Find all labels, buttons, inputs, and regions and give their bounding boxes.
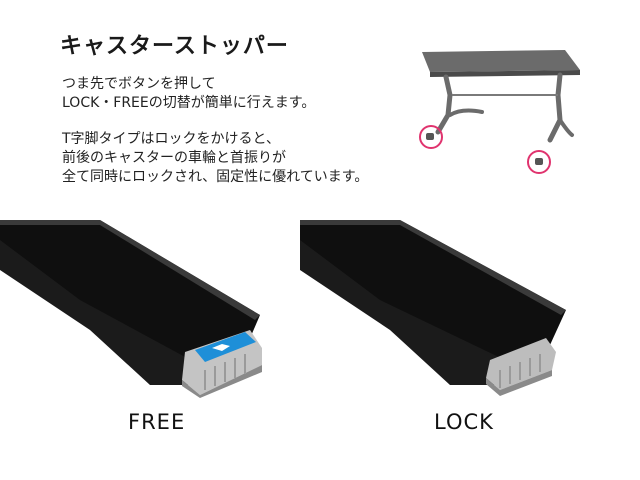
description-paragraph-1: つま先でボタンを押して LOCK・FREEの切替が簡単に行えます。	[62, 75, 315, 113]
highlight-circle-left	[419, 125, 443, 149]
description-line: 前後のキャスターの車輪と首振りが	[62, 150, 286, 166]
table-leg-right	[547, 72, 563, 143]
base-top	[0, 220, 260, 365]
table-top	[422, 50, 580, 72]
page-title: キャスターストッパー	[60, 34, 289, 59]
description-line: つま先でボタンを押して	[62, 76, 216, 92]
table-foot-left	[448, 108, 484, 117]
caster-free-illustration	[0, 220, 262, 398]
description-line: LOCK・FREEの切替が簡単に行えます。	[62, 95, 316, 111]
free-label: FREE	[128, 410, 186, 434]
base-top	[300, 220, 566, 360]
lock-label: LOCK	[434, 410, 494, 434]
caster-lock-illustration	[300, 220, 566, 396]
table-leg-left	[435, 74, 453, 135]
table-foot-right	[558, 118, 574, 137]
description-line: T字脚タイプはロックをかけると、	[62, 131, 280, 147]
table-top-edge	[430, 70, 580, 77]
description-line: 全て同時にロックされ、固定性に優れています。	[62, 169, 369, 185]
description-paragraph-2: T字脚タイプはロックをかけると、 前後のキャスターの車輪と首振りが 全て同時にロ…	[62, 130, 368, 187]
highlight-circle-right	[527, 150, 551, 174]
table-illustration	[419, 50, 580, 174]
